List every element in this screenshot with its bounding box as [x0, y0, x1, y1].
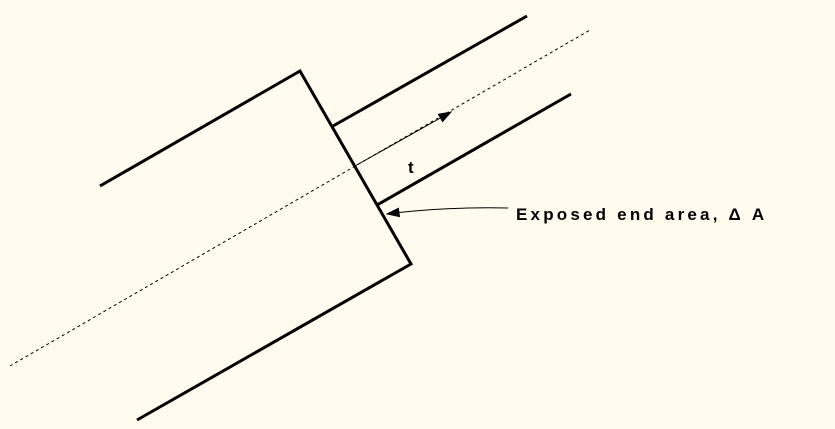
strip-lower-edge: [376, 92, 572, 207]
centerline: [9, 29, 591, 367]
strip-upper-edge: [332, 14, 528, 128]
thickness-arrow: [354, 111, 453, 167]
thickness-label: t: [408, 158, 414, 177]
end-area-leader-arrow: [385, 207, 509, 218]
end-area-label: Exposed end area, Δ A: [516, 205, 767, 224]
large-bar-outline: [99, 68, 414, 422]
